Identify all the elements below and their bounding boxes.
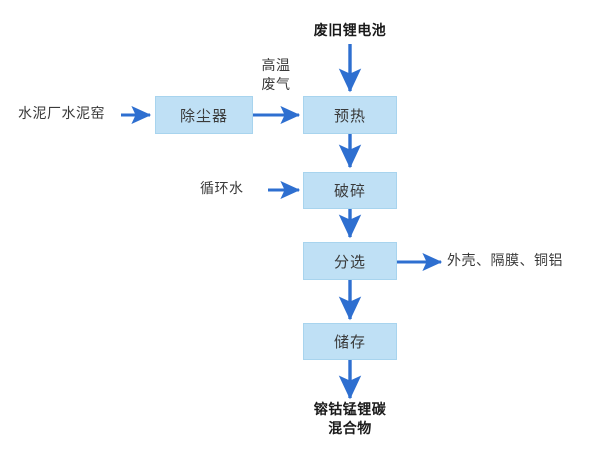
node-sort[interactable]: 分选 <box>303 242 397 280</box>
node-label: 除尘器 <box>179 106 228 125</box>
node-crush[interactable]: 破碎 <box>303 172 397 209</box>
node-preheat[interactable]: 预热 <box>303 96 397 134</box>
node-dust-collector[interactable]: 除尘器 <box>155 96 253 134</box>
label-sorted-outputs: 外壳、隔膜、铜铝 <box>447 253 563 269</box>
label-waste-lithium-battery: 废旧锂电池 <box>313 23 387 39</box>
label-circulating-water: 循环水 <box>200 181 244 197</box>
node-label: 储存 <box>333 333 366 351</box>
label-final-product: 镕钴锰锂碳 混合物 <box>313 402 387 437</box>
label-cement-kiln-input: 水泥厂水泥窑 <box>18 106 105 122</box>
node-store[interactable]: 储存 <box>303 323 397 360</box>
node-label: 预热 <box>333 106 366 125</box>
node-label: 分选 <box>333 252 366 271</box>
label-hot-exhaust-gas: 高温 废气 <box>261 58 291 93</box>
node-label: 破碎 <box>333 182 366 200</box>
